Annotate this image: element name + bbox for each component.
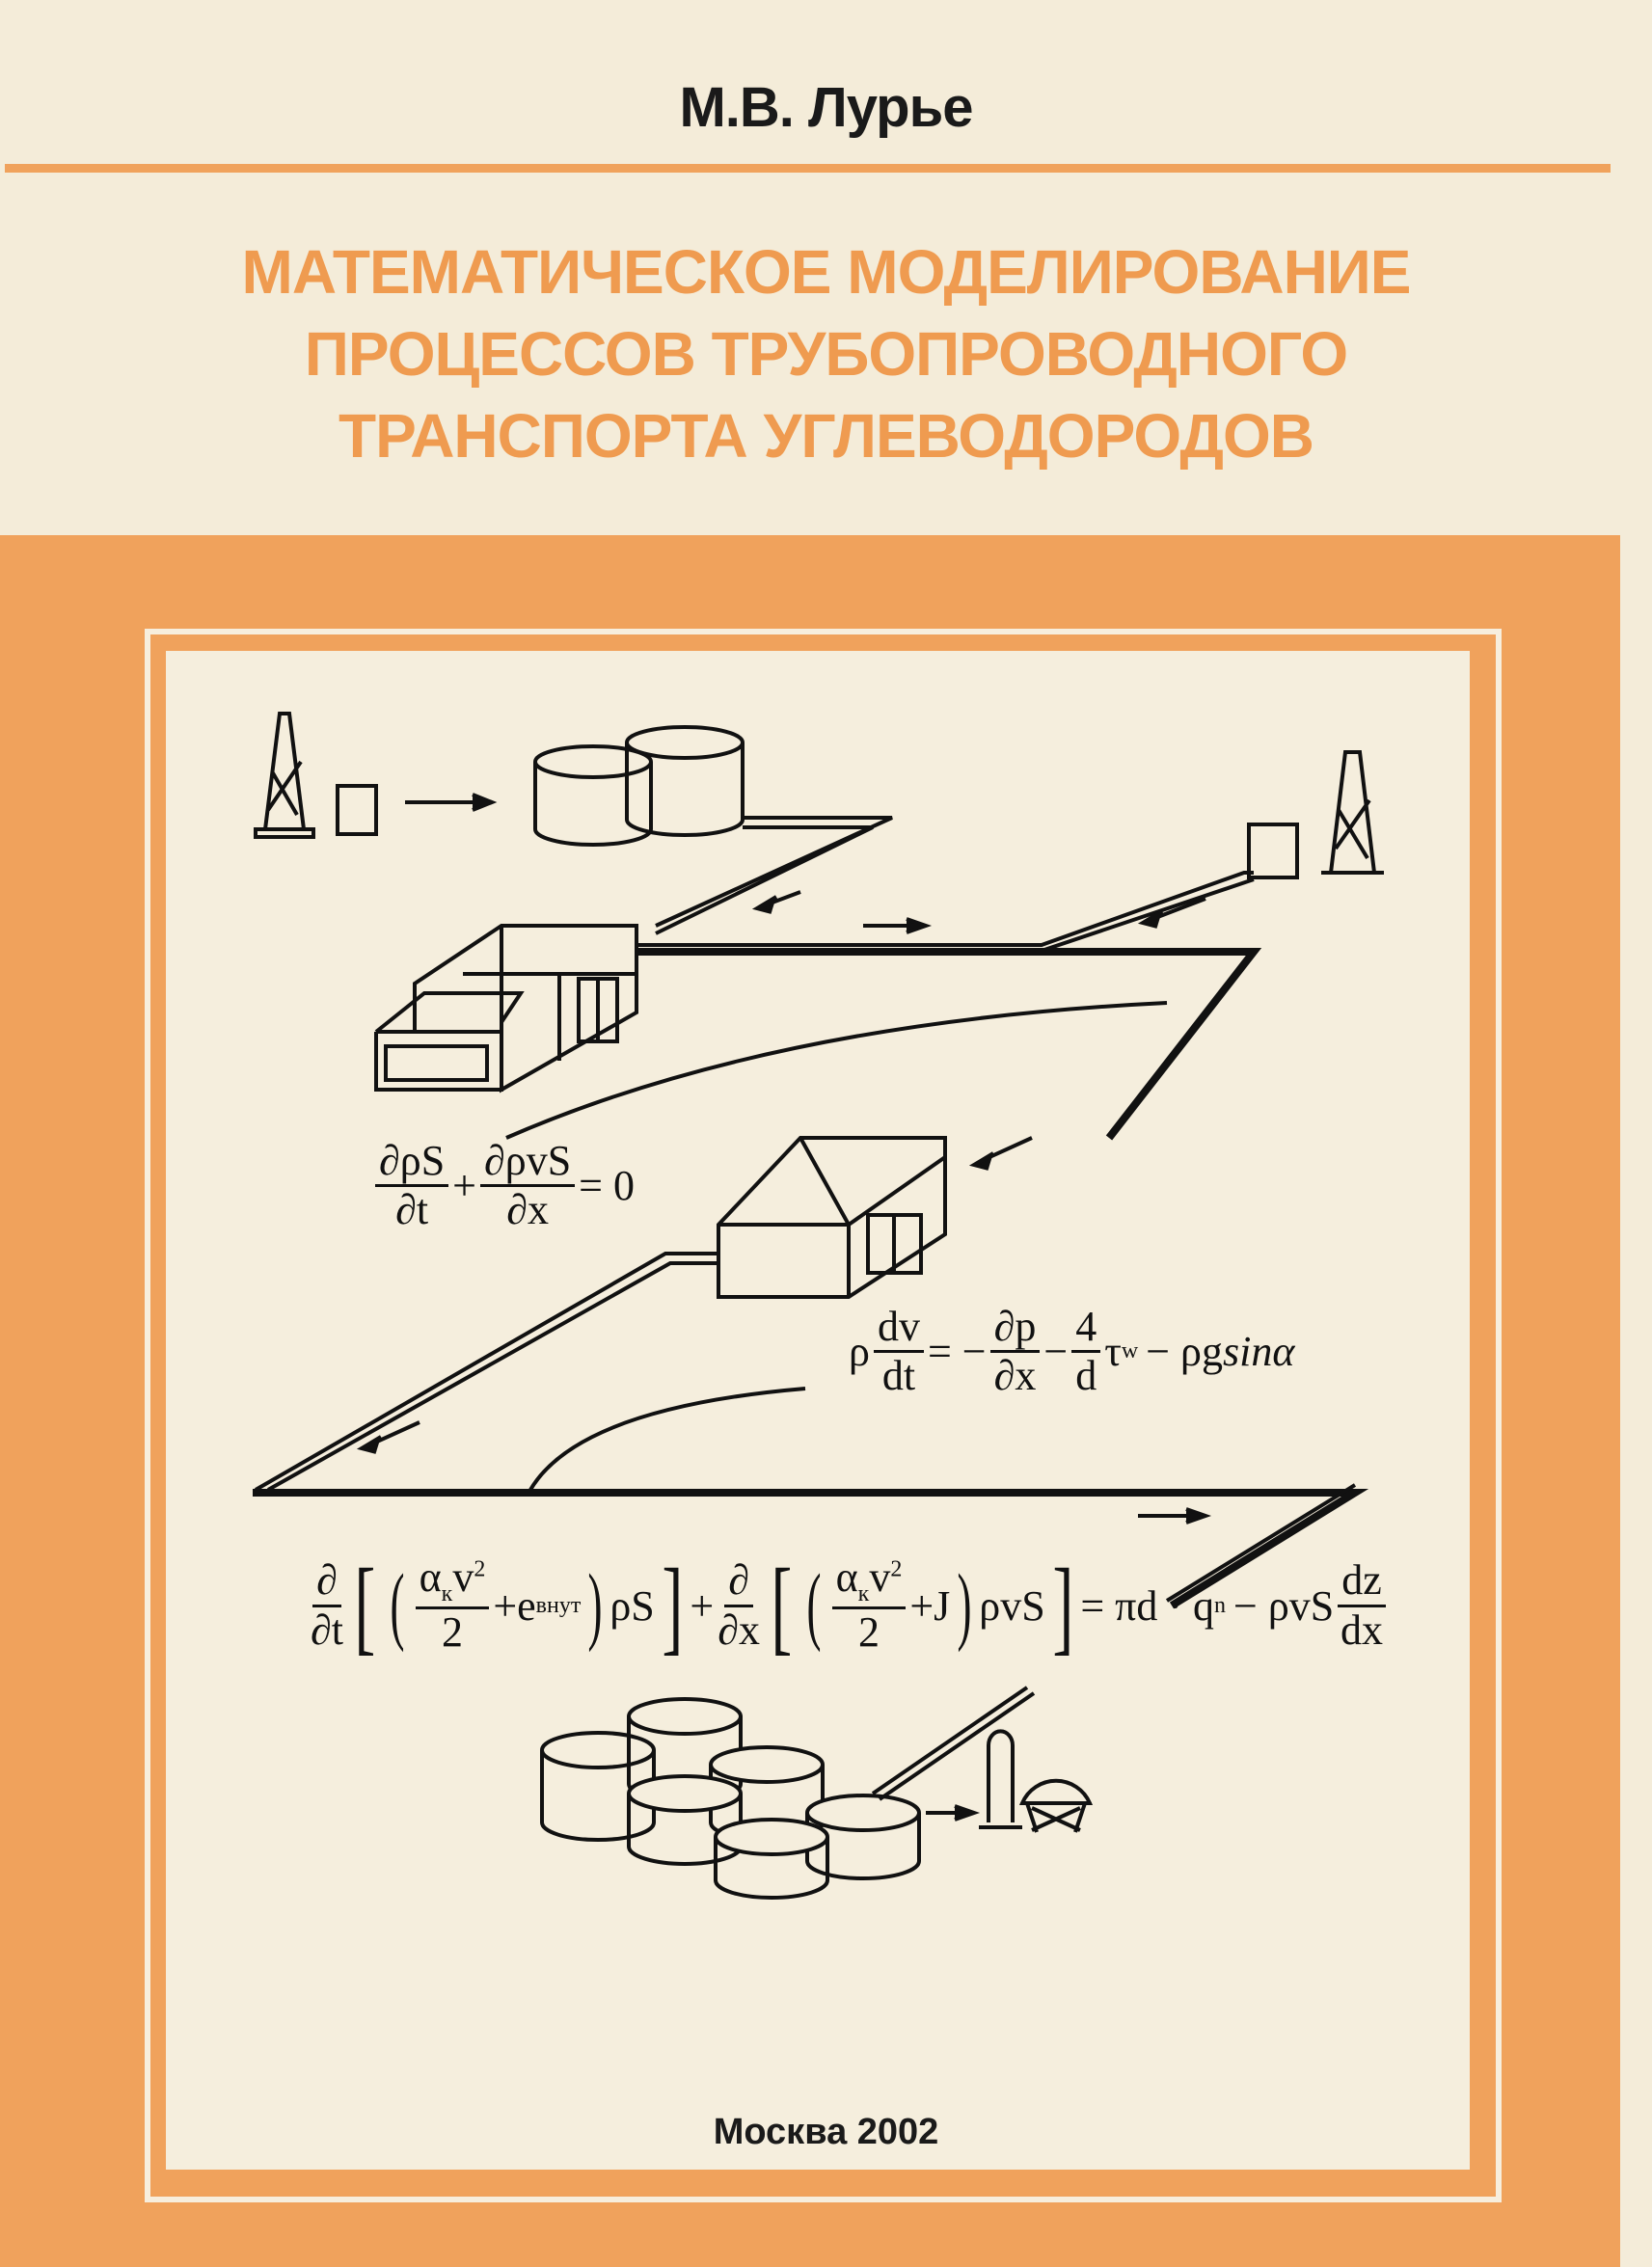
eq-term: = πd · q: [1080, 1581, 1215, 1630]
eq-term: ρ: [849, 1328, 870, 1376]
continuity-equation: ∂ρS∂t + ∂ρvS∂x = 0: [371, 1137, 635, 1234]
arrow-right-icon: [405, 793, 498, 812]
eq-term: ∂ρS: [375, 1137, 449, 1188]
eq-term: −: [1043, 1328, 1069, 1376]
title-line: МАТЕМАТИЧЕСКОЕ МОДЕЛИРОВАНИЕ: [241, 237, 1412, 307]
pipe: [255, 1252, 718, 1492]
eq-term: v: [452, 1553, 474, 1602]
eq-term: 2: [441, 1608, 463, 1657]
eq-term: sinα: [1223, 1328, 1295, 1376]
eq-term: ∂: [312, 1556, 341, 1607]
eq-term: dt: [881, 1352, 916, 1400]
eq-term: ∂x: [993, 1352, 1037, 1400]
eq-term: v: [869, 1553, 891, 1602]
eq-term: α: [835, 1553, 858, 1602]
eq-term: 2: [474, 1556, 486, 1582]
white-frame: [145, 629, 1502, 2202]
eq-term: ρS: [609, 1581, 655, 1630]
tank-cluster: [540, 1697, 921, 1900]
book-title: МАТЕМАТИЧЕСКОЕ МОДЕЛИРОВАНИЕ ПРОЦЕССОВ Т…: [0, 231, 1652, 477]
pipe: [655, 816, 893, 935]
pipe: [871, 1686, 1036, 1801]
eq-term: α: [419, 1553, 442, 1602]
eq-term: = −: [927, 1328, 987, 1376]
eq-term: к: [441, 1581, 453, 1606]
eq-term: 4: [1071, 1303, 1101, 1354]
pump-station-building: [374, 924, 638, 1093]
pump-box: [1247, 823, 1299, 879]
eq-term: dx: [1341, 1606, 1384, 1654]
title-line: ТРАНСПОРТА УГЛЕВОДОРОДОВ: [339, 401, 1314, 471]
arrow-right-icon: [926, 1804, 981, 1822]
title-line: ПРОЦЕССОВ ТРУБОПРОВОДНОГО: [304, 319, 1348, 389]
derrick-icon: [254, 712, 315, 839]
illustration-panel: [166, 651, 1470, 2170]
eq-term: − ρvS: [1233, 1581, 1335, 1630]
pump-station-building: [717, 1136, 947, 1299]
eq-term: +: [452, 1162, 476, 1210]
eq-term: ∂p: [989, 1303, 1041, 1354]
pipe-curve: [505, 1001, 1168, 1140]
eq-term: d: [1075, 1352, 1097, 1400]
eq-term: +J: [909, 1581, 951, 1630]
pipe-curve: [528, 1387, 806, 1492]
arrow-left-icon: [968, 1136, 1033, 1171]
eq-term: ∂: [724, 1556, 753, 1607]
eq-term: ∂t: [311, 1606, 343, 1654]
pipe-thick: [253, 1489, 1369, 1609]
author-name: М.В. Лурье: [679, 76, 973, 139]
divider-rule: [5, 164, 1611, 173]
arrow-left-icon: [356, 1420, 420, 1454]
eq-term: dz: [1338, 1556, 1386, 1607]
eq-term: 2: [890, 1556, 903, 1582]
publisher-imprint: Москва 2002: [713, 2112, 939, 2152]
eq-term: ∂x: [506, 1186, 549, 1234]
eq-term: внут: [535, 1592, 582, 1618]
refinery-icon: [979, 1729, 1094, 1833]
eq-term: w: [1121, 1338, 1139, 1364]
eq-term: ∂ρvS: [480, 1137, 576, 1188]
tank-icon: [625, 725, 745, 837]
eq-term: dv: [873, 1303, 924, 1354]
eq-term: к: [857, 1581, 870, 1606]
derrick-icon: [1321, 750, 1384, 875]
eq-term: τ: [1104, 1328, 1122, 1376]
eq-term: = 0: [579, 1162, 635, 1210]
eq-term: +: [690, 1581, 715, 1630]
arrow-right-icon: [1138, 1507, 1212, 1525]
eq-term: − ρg: [1146, 1328, 1223, 1376]
eq-term: n: [1214, 1592, 1227, 1618]
eq-term: +e: [493, 1581, 536, 1630]
pump-box: [336, 784, 378, 836]
eq-term: ∂t: [395, 1186, 429, 1234]
pipe: [1165, 1483, 1357, 1603]
pipe-thick: [636, 948, 1262, 1141]
eq-term: 2: [857, 1608, 880, 1657]
arrow-right-icon: [863, 917, 933, 934]
eq-term: ρvS: [979, 1581, 1045, 1630]
eq-term: ∂x: [718, 1606, 760, 1654]
arrow-left-icon: [751, 890, 801, 914]
arrow-left-icon: [1137, 897, 1206, 929]
tank-icon: [533, 744, 653, 847]
